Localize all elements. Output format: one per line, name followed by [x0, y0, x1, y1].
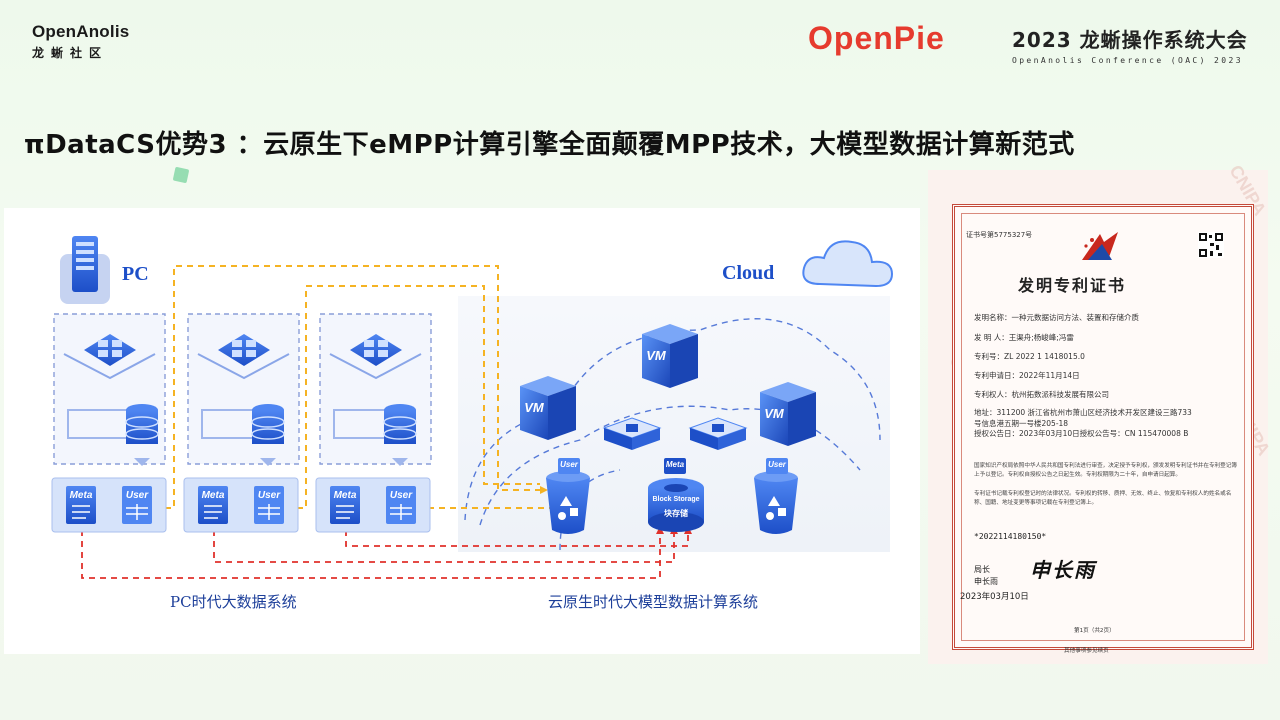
cert-row-address: 地址：311200 浙江省杭州市萧山区经济技术开发区建设三路733 — [974, 408, 1192, 417]
openanolis-wordmark: OpenAnolis — [32, 22, 130, 41]
cert-row-inventors: 发 明 人：王渠舟;杨峻峰;冯雷 — [974, 333, 1074, 342]
vm-label-3: VM — [764, 406, 784, 421]
vm-label-2: VM — [646, 348, 666, 363]
meta-label-1: Meta — [69, 490, 93, 501]
pc-label: PC — [122, 263, 149, 285]
meta-doc-icons — [66, 486, 360, 524]
cert-signer-title: 局长 — [974, 565, 990, 574]
cert-row-patent-no: 专利号：ZL 2022 1 1418015.0 — [974, 352, 1085, 361]
meta-label-3: Meta — [333, 490, 357, 501]
doc-lines — [72, 504, 412, 520]
cert-row-invention: 发明名称：一种元数据访问方法、装置和存储介质 — [974, 313, 1139, 322]
vm-cube-1 — [520, 376, 576, 440]
cert-footer-note: 其他事项参见续页 — [1064, 648, 1109, 654]
user-label-3: User — [389, 490, 413, 501]
pc-unit-3 — [319, 313, 432, 466]
vm-label-1: VM — [524, 400, 544, 415]
cloud-user-badge-1: User — [560, 460, 578, 469]
cert-page-number: 第1页（共2页） — [1074, 628, 1115, 634]
object-bucket-1 — [546, 471, 590, 534]
cloud-meta-badge: Meta — [665, 460, 685, 469]
object-bucket-2 — [754, 471, 798, 534]
caption-cloud-era: 云原生时代大模型数据计算系统 — [548, 593, 759, 611]
meta-label-2: Meta — [201, 490, 225, 501]
openanolis-community-label: 龙蜥社区 — [32, 46, 109, 60]
slide-title: πDataCS优势3 ：云原生下eMPP计算引擎全面颠覆MPP技术，大模型数据计… — [24, 130, 1075, 160]
vm-cube-3 — [760, 382, 816, 446]
cert-row-holder: 专利权人：杭州拓数派科技发展有限公司 — [974, 390, 1109, 399]
cert-row-address-2: 号信息港五期一号楼205-18 — [974, 419, 1069, 428]
openpie-logo: OpenPie — [808, 20, 945, 56]
caption-pc-era: PC时代大数据系统 — [170, 593, 297, 611]
cert-row-grant: 授权公告日：2023年03月10日授权公告号：CN 115470008 B — [974, 429, 1189, 438]
pc-unit-2 — [187, 313, 300, 466]
cloud-icon — [802, 240, 894, 288]
conference-title: 2023 龙蜥操作系统大会 — [1012, 28, 1248, 52]
compute-node-1 — [602, 417, 662, 450]
patent-certificate: CNIPA CNIPA CNIPA 证书号第5775327号 发明专利证书 发明… — [928, 162, 1274, 664]
conference-subtitle: OpenAnolis Conference (OAC) 2023 — [1012, 56, 1243, 65]
cloud-user-badge-2: User — [768, 460, 786, 469]
certificate-border — [952, 204, 1254, 650]
certificate-title: 发明专利证书 — [1018, 276, 1127, 295]
cert-paragraph-1: 国家知识产权局依照中华人民共和国专利法进行审查，决定授予专利权，颁发发明专利证书… — [974, 463, 1237, 478]
handwritten-signature: 申长雨 — [1030, 558, 1096, 582]
user-label-2: User — [257, 490, 281, 501]
cnipa-emblem-icon — [1082, 232, 1118, 260]
pc-unit-1 — [53, 313, 166, 466]
conference-brand: 2023 龙蜥操作系统大会 OpenAnolis Conference (OAC… — [1012, 24, 1248, 65]
red-dashed-links — [81, 526, 692, 579]
openanolis-logo: OpenAnolis 龙蜥社区 — [32, 22, 129, 61]
cert-paragraph-2: 专利证书记载专利权登记时的法律状况。专利权的转移、质押、无效、终止、恢复和专利权… — [974, 491, 1232, 506]
block-storage-cn-label: 块存储 — [664, 509, 688, 518]
block-storage-disk — [648, 478, 704, 532]
cert-serial: *2022114180150* — [974, 532, 1047, 541]
cert-signer-name: 申长雨 — [974, 577, 998, 586]
cert-row-apply-date: 专利申请日：2022年11月14日 — [974, 371, 1080, 380]
qr-code-icon — [1198, 232, 1224, 258]
cert-sign-date: 2023年03月10日 — [960, 592, 1029, 602]
compute-node-2 — [688, 417, 748, 450]
vm-cube-2 — [642, 324, 698, 388]
cloud-badges — [558, 458, 788, 474]
cloud-label: Cloud — [722, 262, 775, 284]
server-icon — [60, 236, 110, 304]
user-label-1: User — [125, 490, 149, 501]
certificate-number: 证书号第5775327号 — [966, 231, 1033, 239]
block-storage-label: Block Storage — [652, 496, 700, 503]
